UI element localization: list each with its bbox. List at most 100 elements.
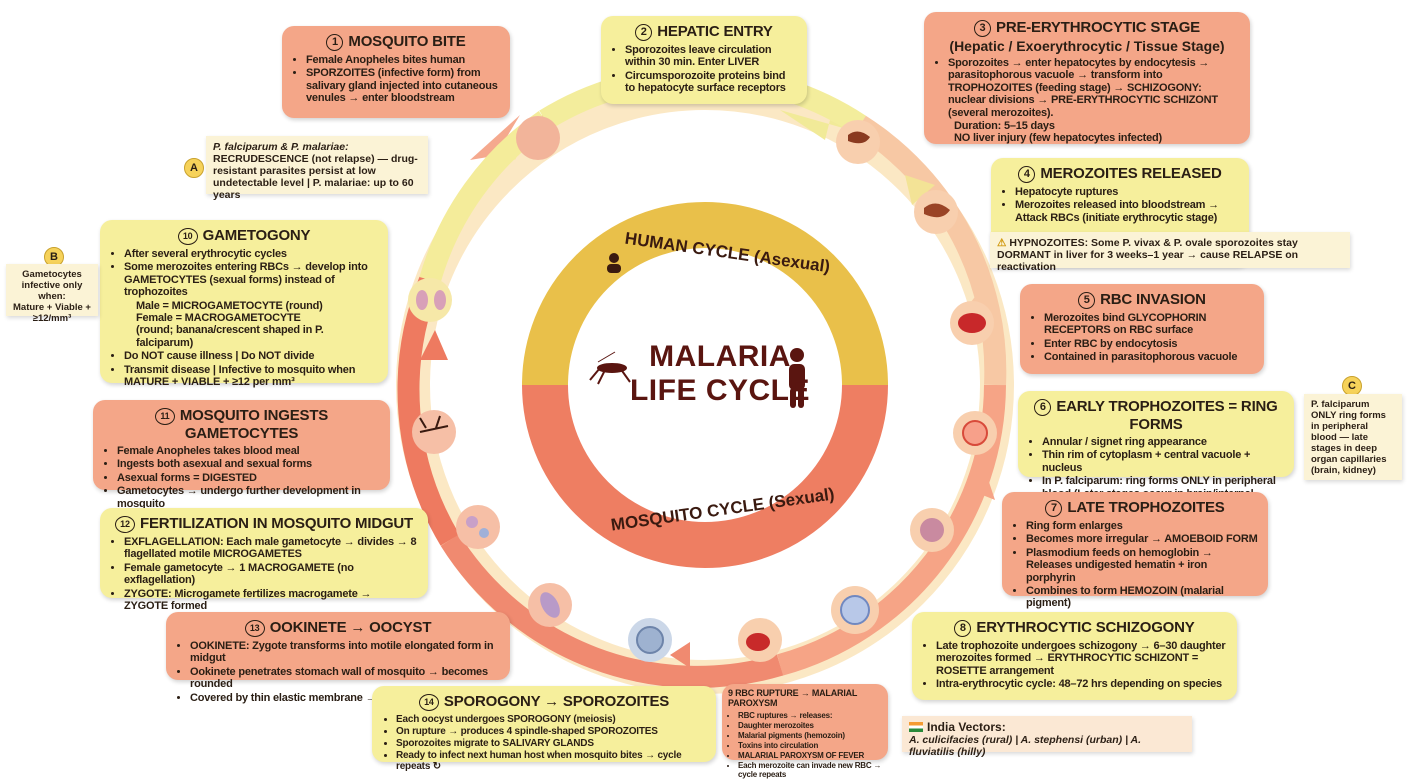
step-9-box: 9 RBC RUPTURE → MALARIAL PAROXYSM RBC ru…	[722, 684, 888, 779]
step-7-item: Plasmodium feeds on hemoglobin → Release…	[1026, 547, 1258, 584]
step-title-text: EARLY TROPHOZOITES = RING FORMS	[1056, 398, 1278, 433]
mosquito-ingest-icon	[412, 410, 456, 454]
note-b-line: Mature + Viable + ≥12/mm³	[13, 302, 91, 324]
step-8-item: Intra-erythrocytic cycle: 48–72 hrs depe…	[936, 678, 1227, 690]
step-number: 3	[974, 20, 992, 37]
india-vectors-note: India Vectors: A. culicifacies (rural) |…	[902, 716, 1192, 758]
step-9-item: Malarial pigments (hemozoin)	[738, 731, 882, 740]
step-9-item: Daughter merozoites	[738, 721, 882, 730]
step-number: 9	[728, 688, 733, 698]
step-11-item: Ingests both asexual and sexual forms	[117, 458, 380, 470]
step-1-item: Female Anopheles bites human	[306, 54, 500, 66]
center-mosquito-icon	[589, 351, 631, 385]
step-3-duration: Duration: 5–15 days	[954, 120, 1055, 133]
step-2-item: Circumsporozoite proteins bind to hepato…	[625, 70, 797, 95]
step-13-item: OOKINETE: Zygote transforms into motile …	[190, 640, 500, 665]
step-9-item: Toxins into circulation	[738, 741, 882, 750]
note-a: P. falciparum & P. malariae: RECRUDESCEN…	[206, 136, 428, 201]
note-b-line: Gametocytes infective only when:	[21, 269, 83, 302]
step-3-injury: NO liver injury (few hepatocytes infecte…	[954, 132, 1162, 145]
step-number: 5	[1078, 292, 1096, 309]
hypnozoite-text: HYPNOZOITES: Some P. vivax & P. ovale sp…	[997, 237, 1299, 273]
step-11-item: Gametocytes → undergo further developmen…	[117, 485, 380, 510]
step-5-item: Merozoites bind GLYCOPHORIN RECEPTORS on…	[1044, 312, 1254, 337]
step-11-item: Female Anopheles takes blood meal	[117, 445, 380, 457]
female-gametocyte-text: Female = MACROGAMETOCYTE (round; banana/…	[136, 312, 324, 349]
india-title: India Vectors:	[927, 720, 1006, 734]
zygote-icon	[456, 505, 500, 549]
title-line-1: MALARIA	[649, 340, 791, 373]
step-9-title: 9 RBC RUPTURE → MALARIAL PAROXYSM	[728, 688, 882, 708]
step-number: 12	[114, 516, 135, 533]
center-human-icon	[789, 348, 805, 408]
human-cycle-arc	[522, 202, 888, 386]
step-4-item: Merozoites released into bloodstream → A…	[1015, 199, 1239, 224]
arrowhead	[905, 175, 935, 205]
step-title-text: OOKINETE → OOCYST	[269, 619, 432, 636]
arrowhead	[420, 330, 448, 360]
note-a-line: P. falciparum & P. malariae:	[213, 141, 349, 153]
mosquito-cycle-arc	[522, 384, 888, 568]
human-arc-icon	[607, 253, 621, 273]
note-c: P. falciparum ONLY ring forms in periphe…	[1304, 394, 1402, 480]
step-14-item: Ready to infect next human host when mos…	[396, 750, 706, 772]
hypnozoite-warning: ⚠ HYPNOZOITES: Some P. vivax & P. ovale …	[990, 232, 1350, 273]
center-disc	[569, 249, 841, 521]
step-title-text: GAMETOGONY	[202, 227, 311, 244]
title-line-2: LIFE CYCLE	[629, 374, 810, 407]
step-6-item: Annular / signet ring appearance	[1042, 436, 1284, 448]
note-a-tag: A	[184, 158, 204, 178]
step-title-text: RBC INVASION	[1100, 291, 1206, 308]
step-title-text: HEPATIC ENTRY	[657, 23, 773, 40]
step-number: 1	[326, 34, 344, 51]
note-c-tag: C	[1342, 376, 1362, 396]
note-c-line: P. falciparum ONLY ring forms in periphe…	[1311, 399, 1387, 476]
step-title-text: MOSQUITO INGESTS GAMETOCYTES	[179, 407, 329, 442]
step-12-item: ZYGOTE: Microgamete fertilizes macrogame…	[124, 588, 418, 613]
step-14-item: Each oocyst undergoes SPOROGONY (meiosis…	[396, 714, 706, 725]
gametocyte-icon	[408, 278, 452, 322]
arrowhead	[965, 470, 995, 500]
male-gametocyte-text: Male = MICROGAMETOCYTE (round)	[136, 299, 323, 312]
step-12-item: EXFLAGELLATION: Each male gametocyte → d…	[124, 536, 418, 561]
step-5-item: Contained in parasitophorous vacuole	[1044, 351, 1254, 363]
step-title-text: RBC RUPTURE → MALARIAL PAROXYSM	[728, 688, 858, 708]
step-title-text: FERTILIZATION IN MOSQUITO MIDGUT	[139, 515, 414, 532]
step-7-item: Combines to form HEMOZOIN (malarial pigm…	[1026, 585, 1258, 610]
india-flag-icon	[909, 722, 923, 732]
step-number: 8	[954, 620, 972, 637]
step-number: 7	[1045, 500, 1063, 517]
step-3-subtitle: (Hepatic / Exoerythrocytic / Tissue Stag…	[949, 38, 1225, 54]
step-4-item: Hepatocyte ruptures	[1015, 186, 1239, 198]
step-9-item: Each merozoite can invade new RBC → cycl…	[738, 761, 882, 779]
step-14-item: Sporozoites migrate to SALIVARY GLANDS	[396, 738, 706, 749]
step-7-item: Ring form enlarges	[1026, 520, 1258, 532]
step-title-text: LATE TROPHOZOITES	[1067, 499, 1225, 516]
step-title-text: ERYTHROCYTIC SCHIZOGONY	[976, 619, 1195, 636]
step-title-text: MOSQUITO BITE	[348, 33, 466, 50]
india-text: A. culicifacies (rural) | A. stephensi (…	[909, 734, 1142, 758]
step-number: 6	[1034, 399, 1052, 416]
step-7-item: Becomes more irregular → AMOEBOID FORM	[1026, 533, 1258, 545]
stage-icons: ♂ ♀	[333, 116, 997, 662]
step-13-item: Ookinete penetrates stomach wall of mosq…	[190, 666, 500, 691]
